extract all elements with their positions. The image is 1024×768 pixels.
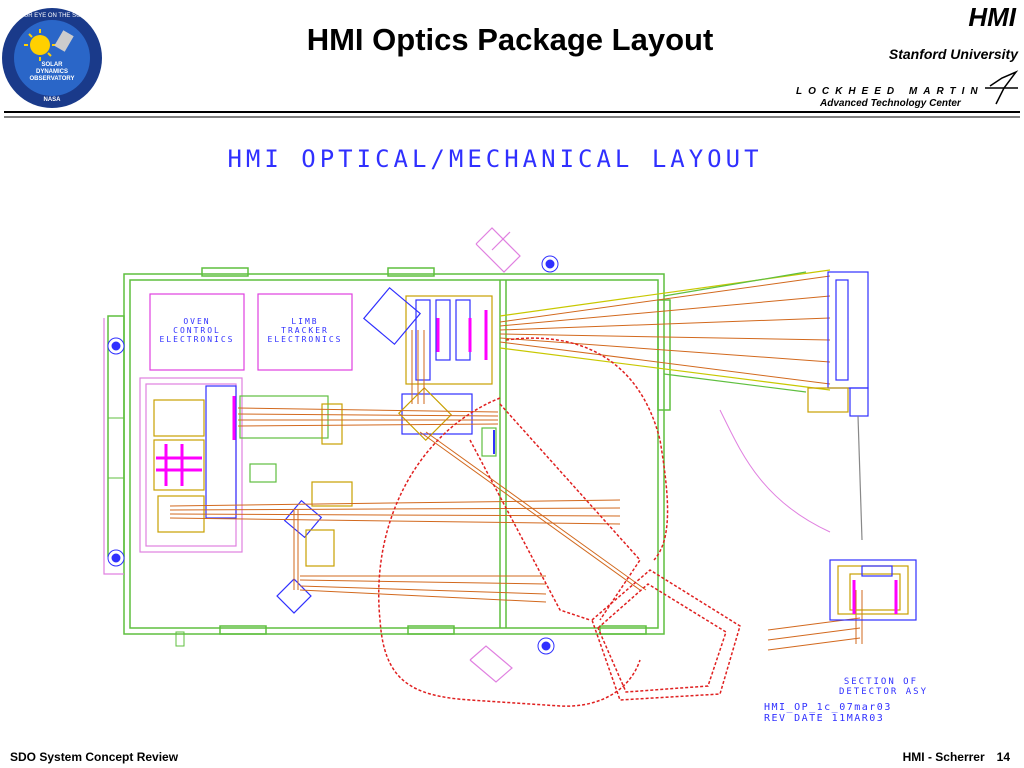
svg-text:OVEN: OVEN [183, 317, 210, 326]
detector-section [829, 559, 917, 621]
logo-agency: NASA [43, 97, 61, 103]
section-label-2: DETECTOR ASY [839, 687, 928, 697]
footer-left: SDO System Concept Review [10, 750, 179, 764]
lockheed-star-icon [985, 70, 1019, 105]
bracket-parts [103, 227, 521, 683]
lockheed-subtitle: Advanced Technology Center [820, 98, 961, 109]
section-label-1: SECTION OF [844, 677, 918, 687]
detector-envelope-outline [378, 337, 741, 707]
svg-text:CONTROL: CONTROL [173, 326, 221, 335]
filter-oven-assembly [139, 377, 343, 553]
svg-text:ELECTRONICS: ELECTRONICS [160, 335, 235, 344]
logo-line3: OBSERVATORY [29, 76, 74, 82]
page-number: 14 [996, 750, 1010, 764]
svg-text:ELECTRONICS: ELECTRONICS [268, 335, 343, 344]
polarization-selector-stack [362, 286, 493, 385]
slide-title: HMI Optics Package Layout [306, 22, 714, 57]
fold-mirror-assembly [397, 386, 497, 457]
svg-text:TRACKER: TRACKER [281, 326, 329, 335]
telescope-tube [499, 269, 869, 541]
footer-right: HMI - Scherrer 14 [891, 750, 1010, 764]
stanford-label: Stanford University [888, 46, 1018, 62]
footer-presenter: HMI - Scherrer [902, 750, 985, 764]
optical-beam-paths [169, 275, 863, 651]
tilt-arc [719, 409, 831, 533]
hmi-label: HMI [968, 2, 1016, 32]
svg-text:LIMB: LIMB [291, 317, 318, 326]
logo-line2: DYNAMICS [36, 69, 68, 75]
lockheed-martin-label: LOCKHEED MARTIN [796, 86, 984, 97]
beam-splitter-assembly [276, 481, 353, 614]
logo-line1: SOLAR [42, 62, 64, 68]
mounting-feet [107, 255, 559, 655]
drawing-title: HMI OPTICAL/MECHANICAL LAYOUT [227, 145, 762, 173]
oven-control-electronics-box: OVEN CONTROL ELECTRONICS [149, 293, 245, 371]
logo-ring-text: OUR EYE ON THE SUN [19, 13, 85, 19]
drawing-file-reference: HMI_OP_1c_07mar03 [764, 702, 892, 713]
drawing-rev-date: REV DATE 11MAR03 [764, 713, 884, 724]
sdo-logo: SOLAR DYNAMICS OBSERVATORY OUR EYE ON TH… [2, 8, 102, 108]
limb-tracker-electronics-box: LIMB TRACKER ELECTRONICS [257, 293, 353, 371]
